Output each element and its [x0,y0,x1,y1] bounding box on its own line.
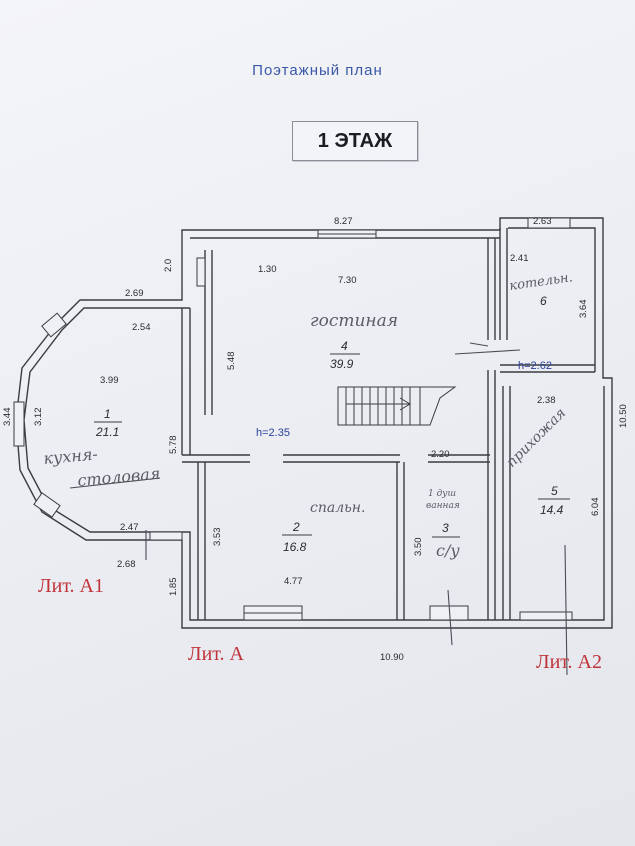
dim-bath-width: 2.20 [431,449,450,460]
room-bedroom-number: 2 [292,520,300,534]
windows [13,217,573,621]
dim-kitchen-left-inner: 3.12 [33,408,44,427]
room-kitchen-area: 21.1 [95,425,119,439]
wall-bath-right [487,370,496,620]
room-hall-name: прихожая [504,405,570,471]
window-boiler-top [527,217,571,229]
wall-kitchen-bedroom [182,454,250,463]
room-kitchen-name-2: столовая [77,464,161,490]
room-kitchen-name-1: кухня- [43,444,99,468]
dim-boiler-width: 2.41 [510,253,529,264]
dim-total-bottom: 10.90 [380,652,404,663]
dim-top-annex: 2.63 [533,216,552,227]
wall-bedroom-right [396,462,405,620]
window-kitchen-left [13,401,25,447]
dim-left-stub: 2.0 [163,259,174,272]
dim-bedroom-width: 4.77 [284,576,303,587]
lit-a1-label: Лит. А1 [38,575,104,597]
wall-living-right [487,238,496,340]
room-living-name: гостиная [310,311,398,331]
room-living-area: 39.9 [330,357,354,371]
height-annex: h=2.62 [518,360,552,372]
dim-kitchen-top: 2.69 [125,288,144,299]
wall-boiler-left [499,228,508,340]
dim-kitchen-right: 5.78 [168,436,179,455]
dim-kitchen-inner-top: 2.54 [132,322,151,333]
window-living-left [196,257,206,287]
dim-left-bottom: 1.85 [168,578,179,597]
dim-hall-width: 2.38 [537,395,556,406]
room-bath-name-1: 1 душ [428,489,456,499]
dim-living-inner-width: 7.30 [338,275,357,286]
window-hall-bottom [519,611,573,621]
room-hall-area: 14.4 [540,503,564,517]
room-bath-name-2: ванная [426,501,460,511]
room-kitchen-number: 1 [104,407,111,421]
dim-living-inner-left: 1.30 [258,264,277,275]
dim-kitchen-left-outer: 3.44 [2,408,13,427]
page-title: Поэтажный план [252,62,383,79]
dim-hall-height: 6.04 [590,498,601,517]
room-bath-area: с/у [436,541,460,560]
room-living-number: 4 [341,339,348,353]
room-hall-number: 5 [551,484,558,498]
lit-a-label: Лит. А [188,643,245,665]
hand-marks [69,342,568,676]
dim-kitchen-bottom-inner: 2.47 [120,522,139,533]
dim-top-main: 8.27 [334,216,353,227]
staircase [337,386,457,426]
window-kitchen-bottom [149,531,183,541]
room-bedroom-name: спальн. [310,500,365,516]
lit-a2-label: Лит. А2 [536,651,602,673]
wall-living-left [204,250,213,415]
room-boiler-number: 6 [540,294,547,308]
dim-kitchen-bottom-outer: 2.68 [117,559,136,570]
wall-kitchen-right [181,308,191,455]
dim-living-height: 5.48 [226,352,237,371]
wall-bedroom-top [283,454,400,463]
room-bath-number: 3 [442,521,449,535]
wall-bedroom-left [197,462,206,620]
window-kitchen-upper [41,312,67,338]
dim-bedroom-height: 3.53 [212,528,223,547]
dim-total-right: 10.50 [618,404,629,428]
height-main: h=2.35 [256,427,290,439]
floor-label: 1 ЭТАЖ [317,129,393,152]
dim-boiler-height: 3.64 [578,300,589,319]
floor-label-box: 1 ЭТАЖ [292,121,418,161]
room-boiler-name: котельн. [508,270,573,294]
wall-boiler-bottom [500,364,595,373]
wall-bath-top [428,454,490,463]
wall-hall-left [502,386,511,620]
dim-kitchen-mid: 3.99 [100,375,119,386]
room-bedroom-area: 16.8 [283,540,307,554]
window-kitchen-lower [33,492,61,518]
dim-bath-height: 3.50 [413,538,424,557]
